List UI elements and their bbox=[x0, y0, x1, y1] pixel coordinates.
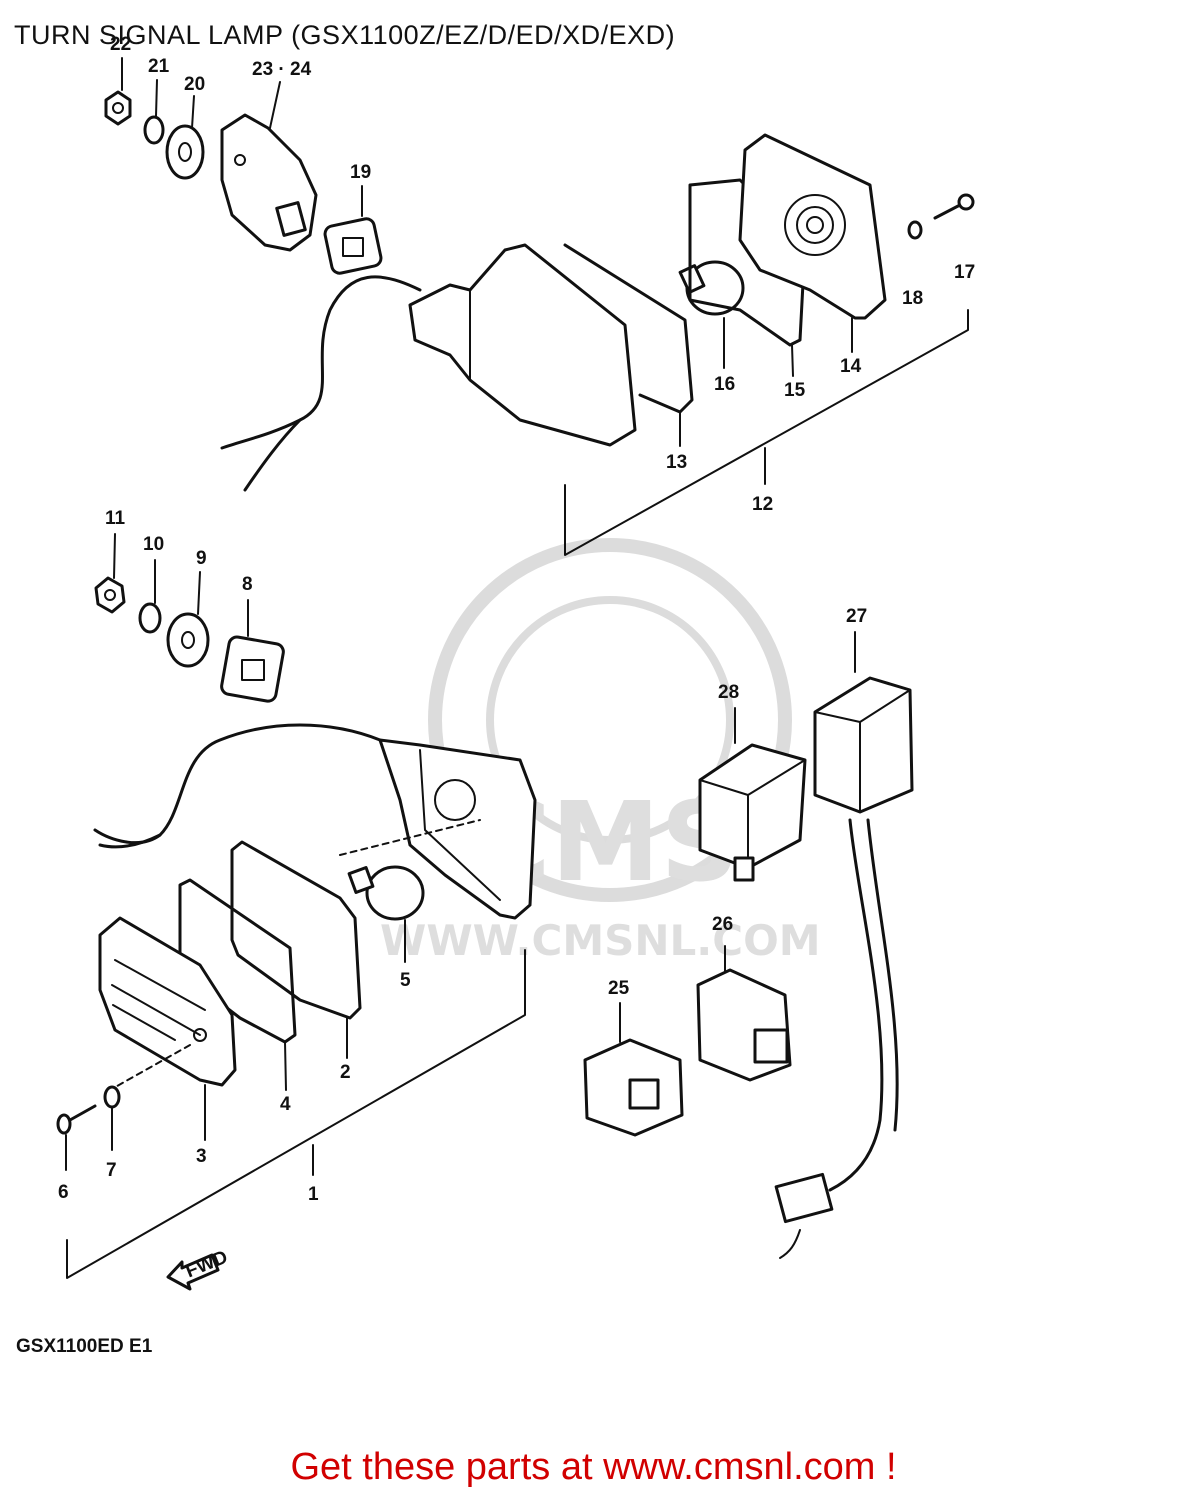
part-20-washer bbox=[165, 95, 205, 180]
callout-10: 10 bbox=[143, 534, 164, 555]
part-17-screw bbox=[933, 193, 975, 220]
callout-2: 2 bbox=[340, 1062, 351, 1083]
callout-16: 16 bbox=[714, 374, 735, 395]
model-code: GSX1100ED E1 bbox=[16, 1336, 153, 1357]
upper-wire bbox=[220, 275, 422, 450]
callout-18: 18 bbox=[902, 288, 923, 309]
part-9-washer bbox=[166, 571, 210, 668]
callout-8: 8 bbox=[242, 574, 253, 595]
lower-wire bbox=[93, 723, 382, 845]
part-6-screw bbox=[56, 1104, 97, 1171]
part-13-gasket bbox=[563, 243, 694, 447]
part-18-washer bbox=[907, 220, 923, 240]
callout-9: 9 bbox=[196, 548, 207, 569]
part-22-nut bbox=[104, 57, 132, 126]
callout-13: 13 bbox=[666, 452, 687, 473]
fwd-label: FWD bbox=[183, 1247, 231, 1283]
callout-6: 6 bbox=[58, 1182, 69, 1203]
part-3-lens bbox=[98, 916, 237, 1141]
part-2-gasket bbox=[230, 840, 362, 1059]
callout-25: 25 bbox=[608, 978, 630, 999]
callout-22: 22 bbox=[110, 34, 131, 55]
bracket-line-12 bbox=[564, 309, 969, 556]
callout-26: 26 bbox=[712, 914, 733, 935]
callout-4: 4 bbox=[280, 1094, 291, 1115]
bracket-line-1 bbox=[66, 949, 526, 1279]
callout-23-24: 23 · 24 bbox=[252, 59, 312, 80]
page-title: TURN SIGNAL LAMP (GSX1100Z/EZ/D/ED/XD/EX… bbox=[14, 20, 676, 50]
callout-3: 3 bbox=[196, 1146, 207, 1167]
part-14-lens bbox=[738, 133, 887, 353]
part-13-lamp-housing bbox=[408, 243, 637, 447]
callout-7: 7 bbox=[106, 1160, 117, 1181]
part-19-grommet bbox=[323, 185, 383, 275]
fwd-arrow: FWD bbox=[166, 1247, 231, 1291]
part-5-housing bbox=[378, 738, 537, 920]
callout-labels: 22 21 20 23 · 24 19 17 18 14 16 15 13 12… bbox=[58, 34, 975, 1205]
callout-20: 20 bbox=[184, 74, 205, 95]
part-28-relay bbox=[698, 707, 807, 882]
callout-12: 12 bbox=[752, 494, 773, 515]
callout-14: 14 bbox=[840, 356, 862, 377]
callout-27: 27 bbox=[846, 606, 867, 627]
part-25-relay bbox=[583, 1002, 684, 1137]
part-5-bulb bbox=[339, 819, 481, 963]
callout-5: 5 bbox=[400, 970, 411, 991]
part-26-relay bbox=[696, 945, 792, 1082]
part-7-washer bbox=[103, 1085, 121, 1151]
callout-1: 1 bbox=[308, 1184, 319, 1205]
callout-28: 28 bbox=[718, 682, 739, 703]
callout-19: 19 bbox=[350, 162, 371, 183]
footer-link-text[interactable]: Get these parts at www.cmsnl.com ! bbox=[290, 1446, 897, 1488]
part-21-lock-washer bbox=[143, 79, 165, 145]
part-23-24-bracket bbox=[220, 81, 318, 252]
part-10-lock-washer bbox=[138, 559, 162, 634]
part-11-nut bbox=[94, 533, 126, 614]
callout-15: 15 bbox=[784, 380, 806, 401]
part-8-grommet bbox=[220, 599, 285, 703]
callout-21: 21 bbox=[148, 56, 170, 77]
callout-17: 17 bbox=[954, 262, 975, 283]
part-27-relay bbox=[774, 631, 914, 1259]
callout-11: 11 bbox=[105, 508, 126, 529]
watermark-url: WWW.CMSNL.COM bbox=[380, 916, 821, 965]
